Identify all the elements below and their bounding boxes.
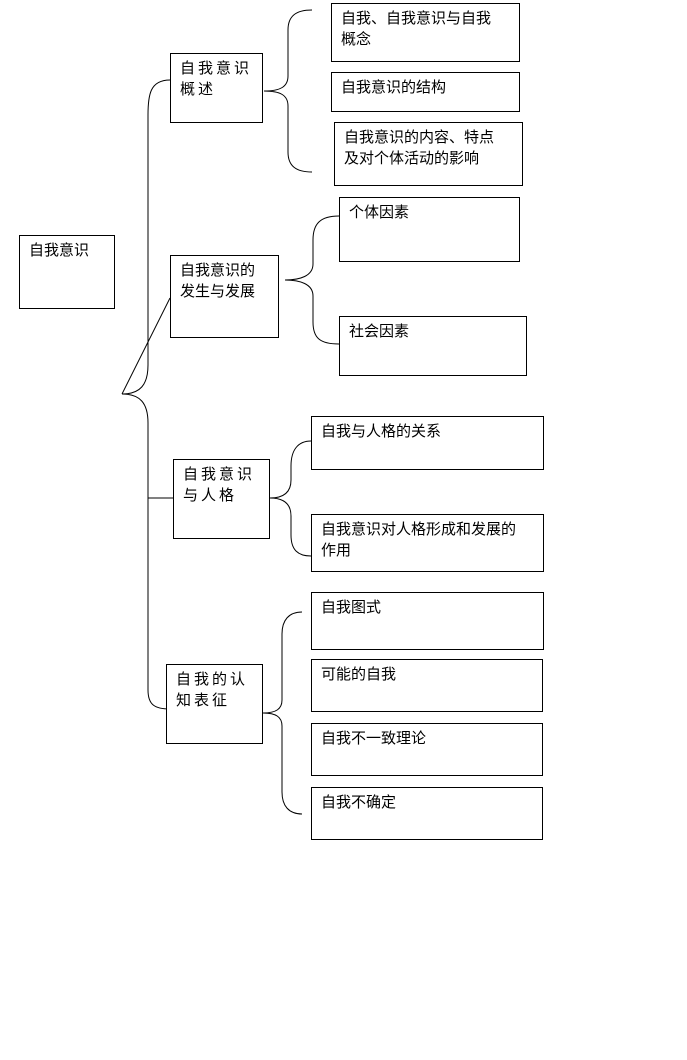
node-branch-0: 自我意识 概述: [170, 53, 263, 123]
node-branch-2: 自我意识 与人格: [173, 459, 270, 539]
node-branch-0-child-0: 自我、自我意识与自我 概念: [331, 3, 520, 62]
node-branch-3: 自我的认 知表征: [166, 664, 263, 744]
node-branch-3-child-0: 自我图式: [311, 592, 544, 650]
root-brace: [121, 79, 171, 710]
node-branch-2-child-0: 自我与人格的关系: [311, 416, 544, 470]
node-branch-2-child-1: 自我意识对人格形成和发展的 作用: [311, 514, 544, 572]
node-branch-3-child-1: 可能的自我: [311, 659, 543, 712]
brace-branch-3: [262, 611, 303, 815]
node-branch-0-child-2: 自我意识的内容、特点 及对个体活动的影响: [334, 122, 523, 186]
brace-branch-2: [269, 440, 312, 557]
node-root: 自我意识: [19, 235, 115, 309]
brace-branch-0: [263, 9, 313, 173]
node-branch-3-child-3: 自我不确定: [311, 787, 543, 840]
node-branch-1-child-1: 社会因素: [339, 316, 527, 376]
node-branch-1: 自我意识的 发生与发展: [170, 255, 279, 338]
node-branch-0-child-1: 自我意识的结构: [331, 72, 520, 112]
brace-branch-1: [284, 215, 340, 345]
node-branch-3-child-2: 自我不一致理论: [311, 723, 543, 776]
node-branch-1-child-0: 个体因素: [339, 197, 520, 262]
root-connector-l1-1: [121, 297, 171, 395]
